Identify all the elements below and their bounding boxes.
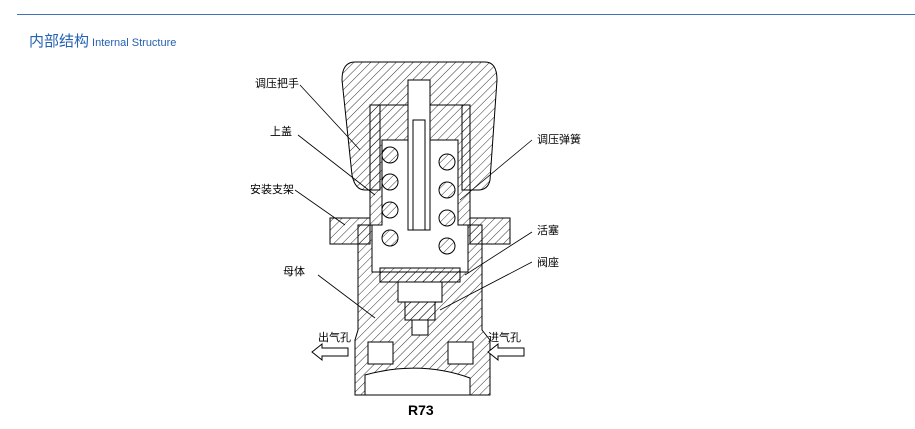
- inlet-arrow-icon: [487, 342, 525, 362]
- label-bracket: 安装支架: [250, 183, 294, 196]
- label-body: 母体: [283, 265, 305, 278]
- section-title-cn: 内部结构: [29, 32, 90, 50]
- outlet-arrow-icon: [311, 342, 349, 362]
- spring-coils: [381, 146, 456, 255]
- cap: [369, 104, 471, 226]
- section-title-en: Internal Structure: [92, 37, 177, 49]
- label-outlet: 出气孔: [318, 331, 351, 344]
- label-cap: 上盖: [270, 125, 292, 138]
- valve-seat: [404, 301, 436, 321]
- model-label: R73: [408, 402, 434, 418]
- header-rule: [17, 14, 915, 15]
- label-seat: 阀座: [537, 256, 559, 269]
- label-piston: 活塞: [537, 224, 559, 237]
- label-handle: 调压把手: [255, 77, 299, 90]
- piston: [379, 267, 461, 283]
- label-spring: 调压弹簧: [537, 133, 581, 146]
- label-inlet: 进气孔: [488, 331, 521, 344]
